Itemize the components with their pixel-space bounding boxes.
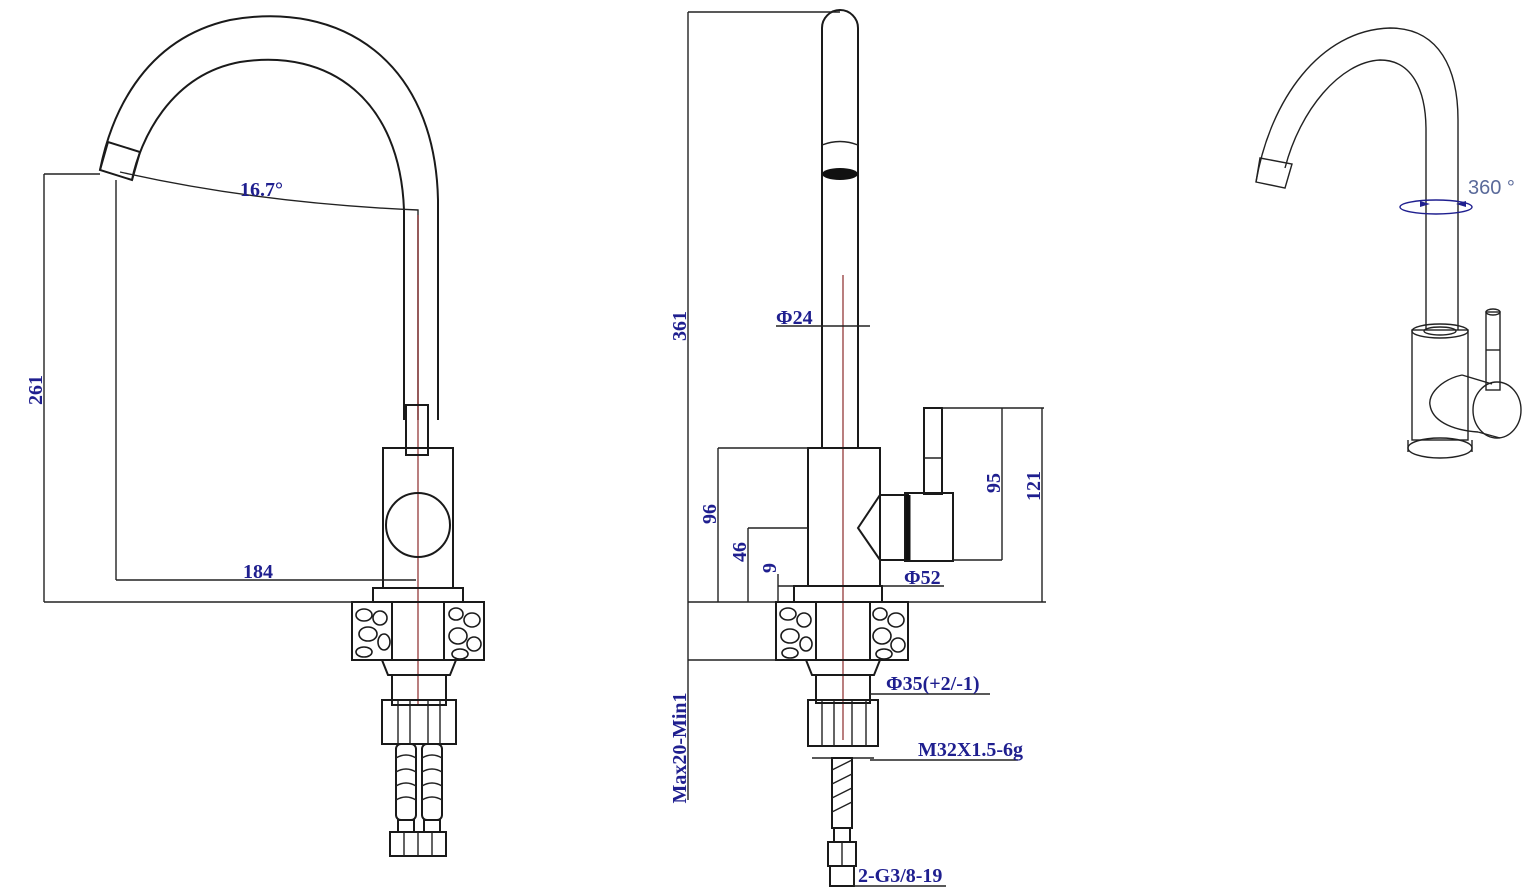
stone-pattern-left xyxy=(355,608,391,658)
side-lock-nut xyxy=(807,699,879,747)
perspective-spout-inner xyxy=(1284,59,1427,330)
perspective-view: 360 ° xyxy=(1255,27,1522,459)
side-base xyxy=(793,585,883,603)
perspective-body xyxy=(1411,329,1469,441)
stone-pattern-right xyxy=(448,607,482,660)
counter-thickness-label: Max20-Min1 xyxy=(669,692,691,803)
perspective-lever xyxy=(1485,311,1501,391)
supply-hoses xyxy=(389,743,447,857)
side-stone-left xyxy=(779,607,813,659)
base-height-label: 9 xyxy=(759,563,781,573)
rotation-icon xyxy=(1399,199,1473,215)
spout-height-label: 261 xyxy=(25,375,47,405)
body-height-label: 96 xyxy=(699,504,721,524)
thread-label: M32X1.5-6g xyxy=(918,739,1023,761)
handle-knob xyxy=(385,492,451,558)
hose-connection-label: 2-G3/8-19 xyxy=(858,865,942,887)
spout-tube xyxy=(821,9,859,448)
front-view: 16.7° xyxy=(25,15,485,857)
handle-cone xyxy=(856,494,909,561)
base-diameter-label: Φ52 xyxy=(904,567,941,589)
side-view: 361 Φ24 96 46 9 Φ52 95 121 Φ35(+2/-1) M3… xyxy=(669,9,1046,887)
spout-tip xyxy=(98,140,142,182)
side-body xyxy=(807,447,881,587)
handle-lever xyxy=(923,407,943,495)
handle-height-label: 95 xyxy=(983,473,1005,493)
spout-outer-curve xyxy=(99,15,439,420)
spout-angle-line xyxy=(119,171,419,420)
rotation-arrow-right xyxy=(1456,201,1466,207)
side-stone-right xyxy=(872,607,906,660)
handle-stem xyxy=(405,404,429,456)
side-hose xyxy=(827,757,857,887)
perspective-handle-cone xyxy=(1429,374,1479,433)
spout-reach-label: 184 xyxy=(243,561,273,583)
lower-nut-neck xyxy=(391,674,447,706)
tube-diameter-label: Φ24 xyxy=(776,307,813,329)
rotation-label: 360 ° xyxy=(1468,177,1515,199)
aerator-ring xyxy=(821,140,859,146)
aerator-outlet xyxy=(822,168,858,180)
rotation-arrow-left xyxy=(1420,201,1430,207)
perspective-spout-outer xyxy=(1255,27,1459,330)
perspective-base xyxy=(1407,437,1473,459)
perspective-handle-cap xyxy=(1472,381,1522,439)
spout-inner-curve xyxy=(131,58,405,420)
mounting-hole-label: Φ35(+2/-1) xyxy=(886,673,980,695)
spout-angle-label: 16.7° xyxy=(240,179,283,201)
handle-cylinder xyxy=(904,492,954,562)
total-height-label: 361 xyxy=(669,311,691,341)
lever-offset-label: 46 xyxy=(729,542,751,562)
perspective-spout-tip xyxy=(1255,157,1293,189)
lock-nut xyxy=(381,699,457,745)
lower-washer xyxy=(380,659,458,676)
handle-top-label: 121 xyxy=(1023,471,1045,501)
